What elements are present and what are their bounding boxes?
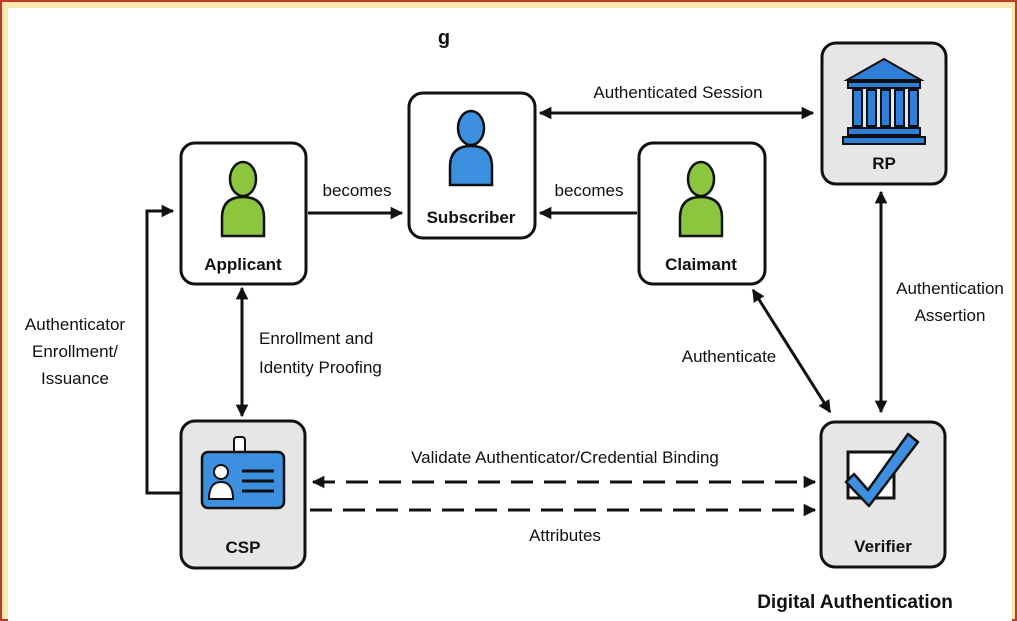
label-issuance-2: Enrollment/ — [32, 342, 118, 361]
applicant-label: Applicant — [204, 255, 282, 274]
edge-issuance — [145, 204, 180, 495]
label-assertion-1: Authentication — [896, 279, 1004, 298]
label-assertion-2: Assertion — [915, 306, 986, 325]
label-validate: Validate Authenticator/Credential Bindin… — [411, 448, 719, 467]
label-authenticate: Authenticate — [682, 347, 777, 366]
node-verifier: Verifier — [819, 420, 947, 569]
subscriber-label: Subscriber — [427, 208, 516, 227]
label-enrollment-1: Enrollment and — [259, 329, 373, 348]
label-becomes-right: becomes — [555, 181, 624, 200]
node-applicant: Applicant — [179, 141, 308, 286]
node-csp: CSP — [179, 419, 307, 570]
label-authenticated-session: Authenticated Session — [593, 83, 762, 102]
claimant-label: Claimant — [665, 255, 737, 274]
rp-label: RP — [872, 154, 896, 173]
label-attributes: Attributes — [529, 526, 601, 545]
id-badge-icon — [200, 436, 286, 510]
node-rp: RP — [820, 41, 948, 186]
edge-authenticate — [751, 288, 832, 414]
top-label: g — [438, 27, 450, 49]
diagram-title: Digital Authentication — [757, 592, 953, 613]
person-icon — [220, 160, 266, 238]
verifier-label: Verifier — [854, 537, 912, 556]
label-becomes-left: becomes — [323, 181, 392, 200]
csp-label: CSP — [226, 538, 261, 557]
label-issuance-3: Issuance — [41, 369, 109, 388]
person-icon — [448, 109, 494, 187]
person-icon — [678, 160, 724, 238]
label-enrollment-2: Identity Proofing — [259, 358, 382, 377]
node-claimant: Claimant — [637, 141, 767, 286]
label-issuance-1: Authenticator — [25, 315, 126, 334]
checkmark-icon — [844, 432, 920, 508]
bank-building-icon — [842, 57, 926, 145]
node-subscriber: Subscriber — [407, 91, 537, 240]
